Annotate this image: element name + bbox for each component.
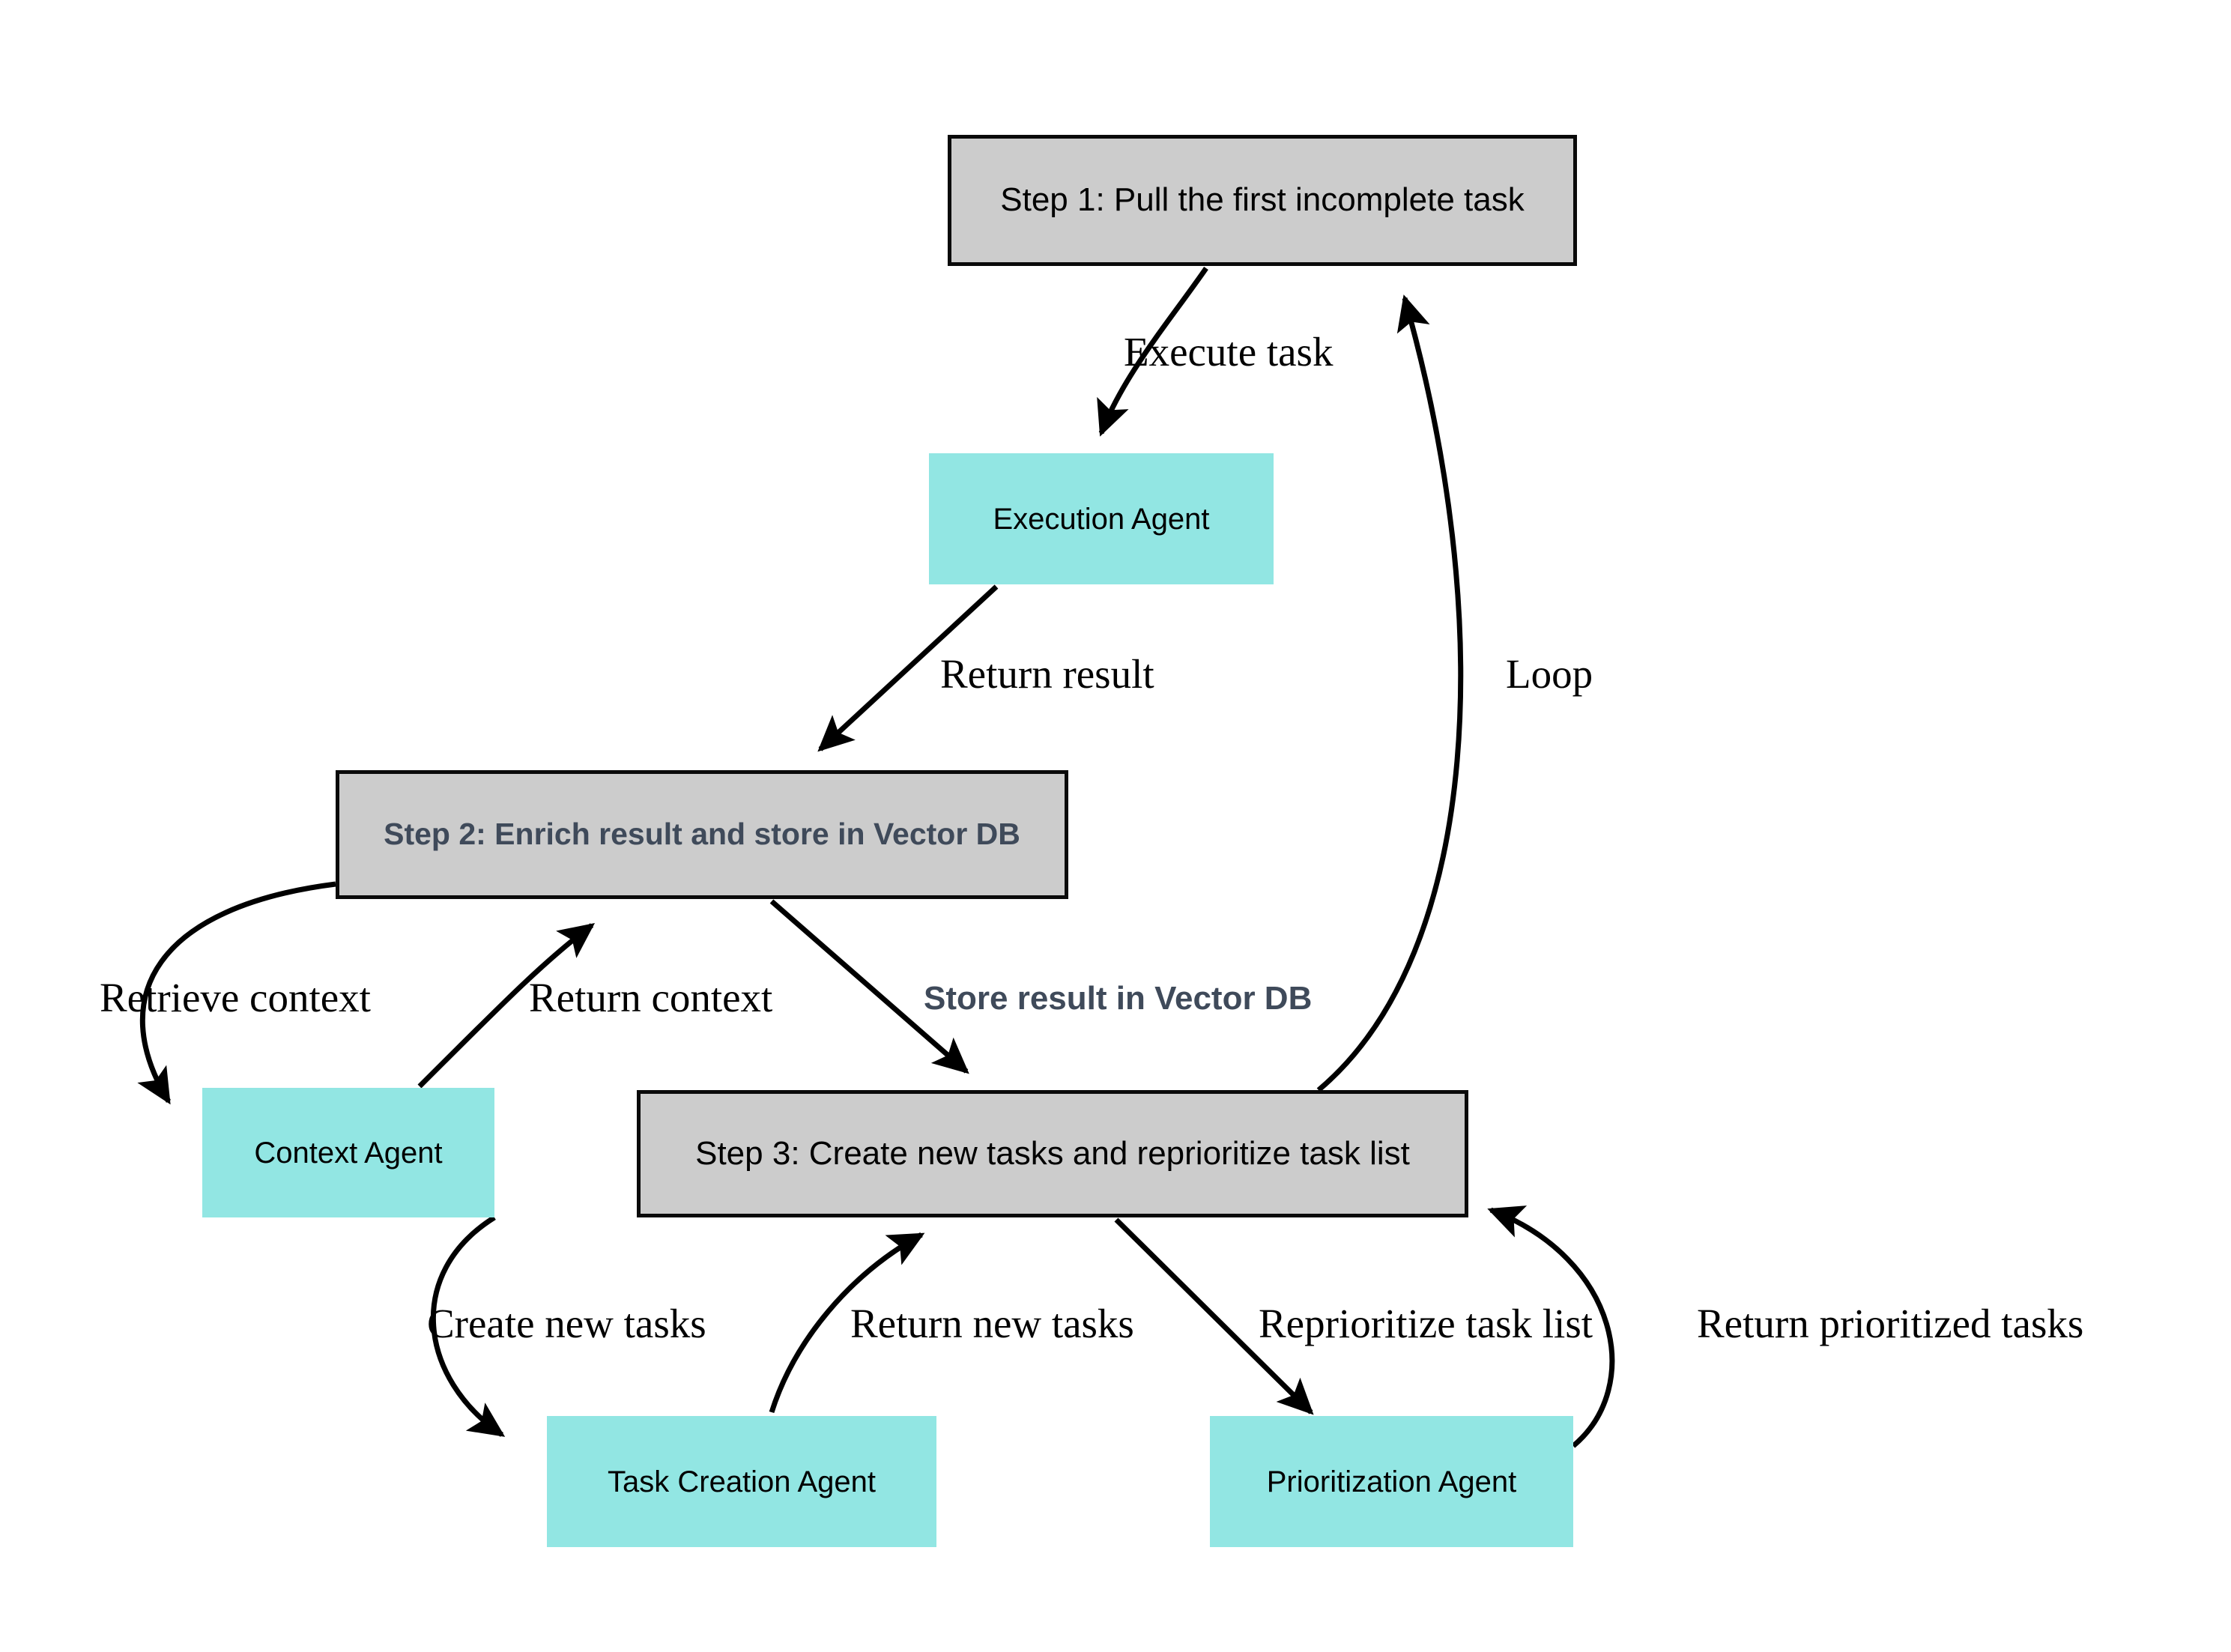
node-prioritization-agent[interactable]: Prioritization Agent xyxy=(1210,1416,1573,1547)
node-task-creation-agent[interactable]: Task Creation Agent xyxy=(547,1416,936,1547)
edge-label-loop: Loop xyxy=(1506,651,1593,697)
node-context-agent[interactable]: Context Agent xyxy=(202,1088,494,1217)
node-execution-agent-label: Execution Agent xyxy=(993,502,1210,536)
node-context-agent-label: Context Agent xyxy=(254,1136,443,1170)
edge-label-reprioritize-task-list: Reprioritize task list xyxy=(1259,1301,1593,1346)
node-step-2-label: Step 2: Enrich result and store in Vecto… xyxy=(384,817,1020,852)
node-step-1-label: Step 1: Pull the first incomplete task xyxy=(1000,181,1525,219)
edge-label-return-new-tasks: Return new tasks xyxy=(850,1301,1134,1346)
node-task-creation-agent-label: Task Creation Agent xyxy=(608,1465,876,1498)
edge-label-create-new-tasks: Create new tasks xyxy=(427,1301,706,1346)
edge-label-return-context: Return context xyxy=(529,975,773,1020)
edge-loop xyxy=(1316,294,1464,1092)
node-step-3-label: Step 3: Create new tasks and reprioritiz… xyxy=(695,1134,1410,1172)
edge-label-store-result: Store result in Vector DB xyxy=(924,980,1313,1017)
node-execution-agent[interactable]: Execution Agent xyxy=(929,453,1274,584)
node-prioritization-agent-label: Prioritization Agent xyxy=(1266,1465,1517,1498)
node-step-3[interactable]: Step 3: Create new tasks and reprioritiz… xyxy=(637,1090,1468,1217)
edge-label-retrieve-context: Retrieve context xyxy=(100,975,371,1020)
edge-label-return-prioritized-tasks: Return prioritized tasks xyxy=(1697,1301,2084,1346)
node-step-2[interactable]: Step 2: Enrich result and store in Vecto… xyxy=(336,770,1068,899)
node-step-1[interactable]: Step 1: Pull the first incomplete task xyxy=(948,135,1577,266)
edge-label-return-result: Return result xyxy=(940,651,1154,697)
edge-label-execute-task: Execute task xyxy=(1124,329,1334,375)
